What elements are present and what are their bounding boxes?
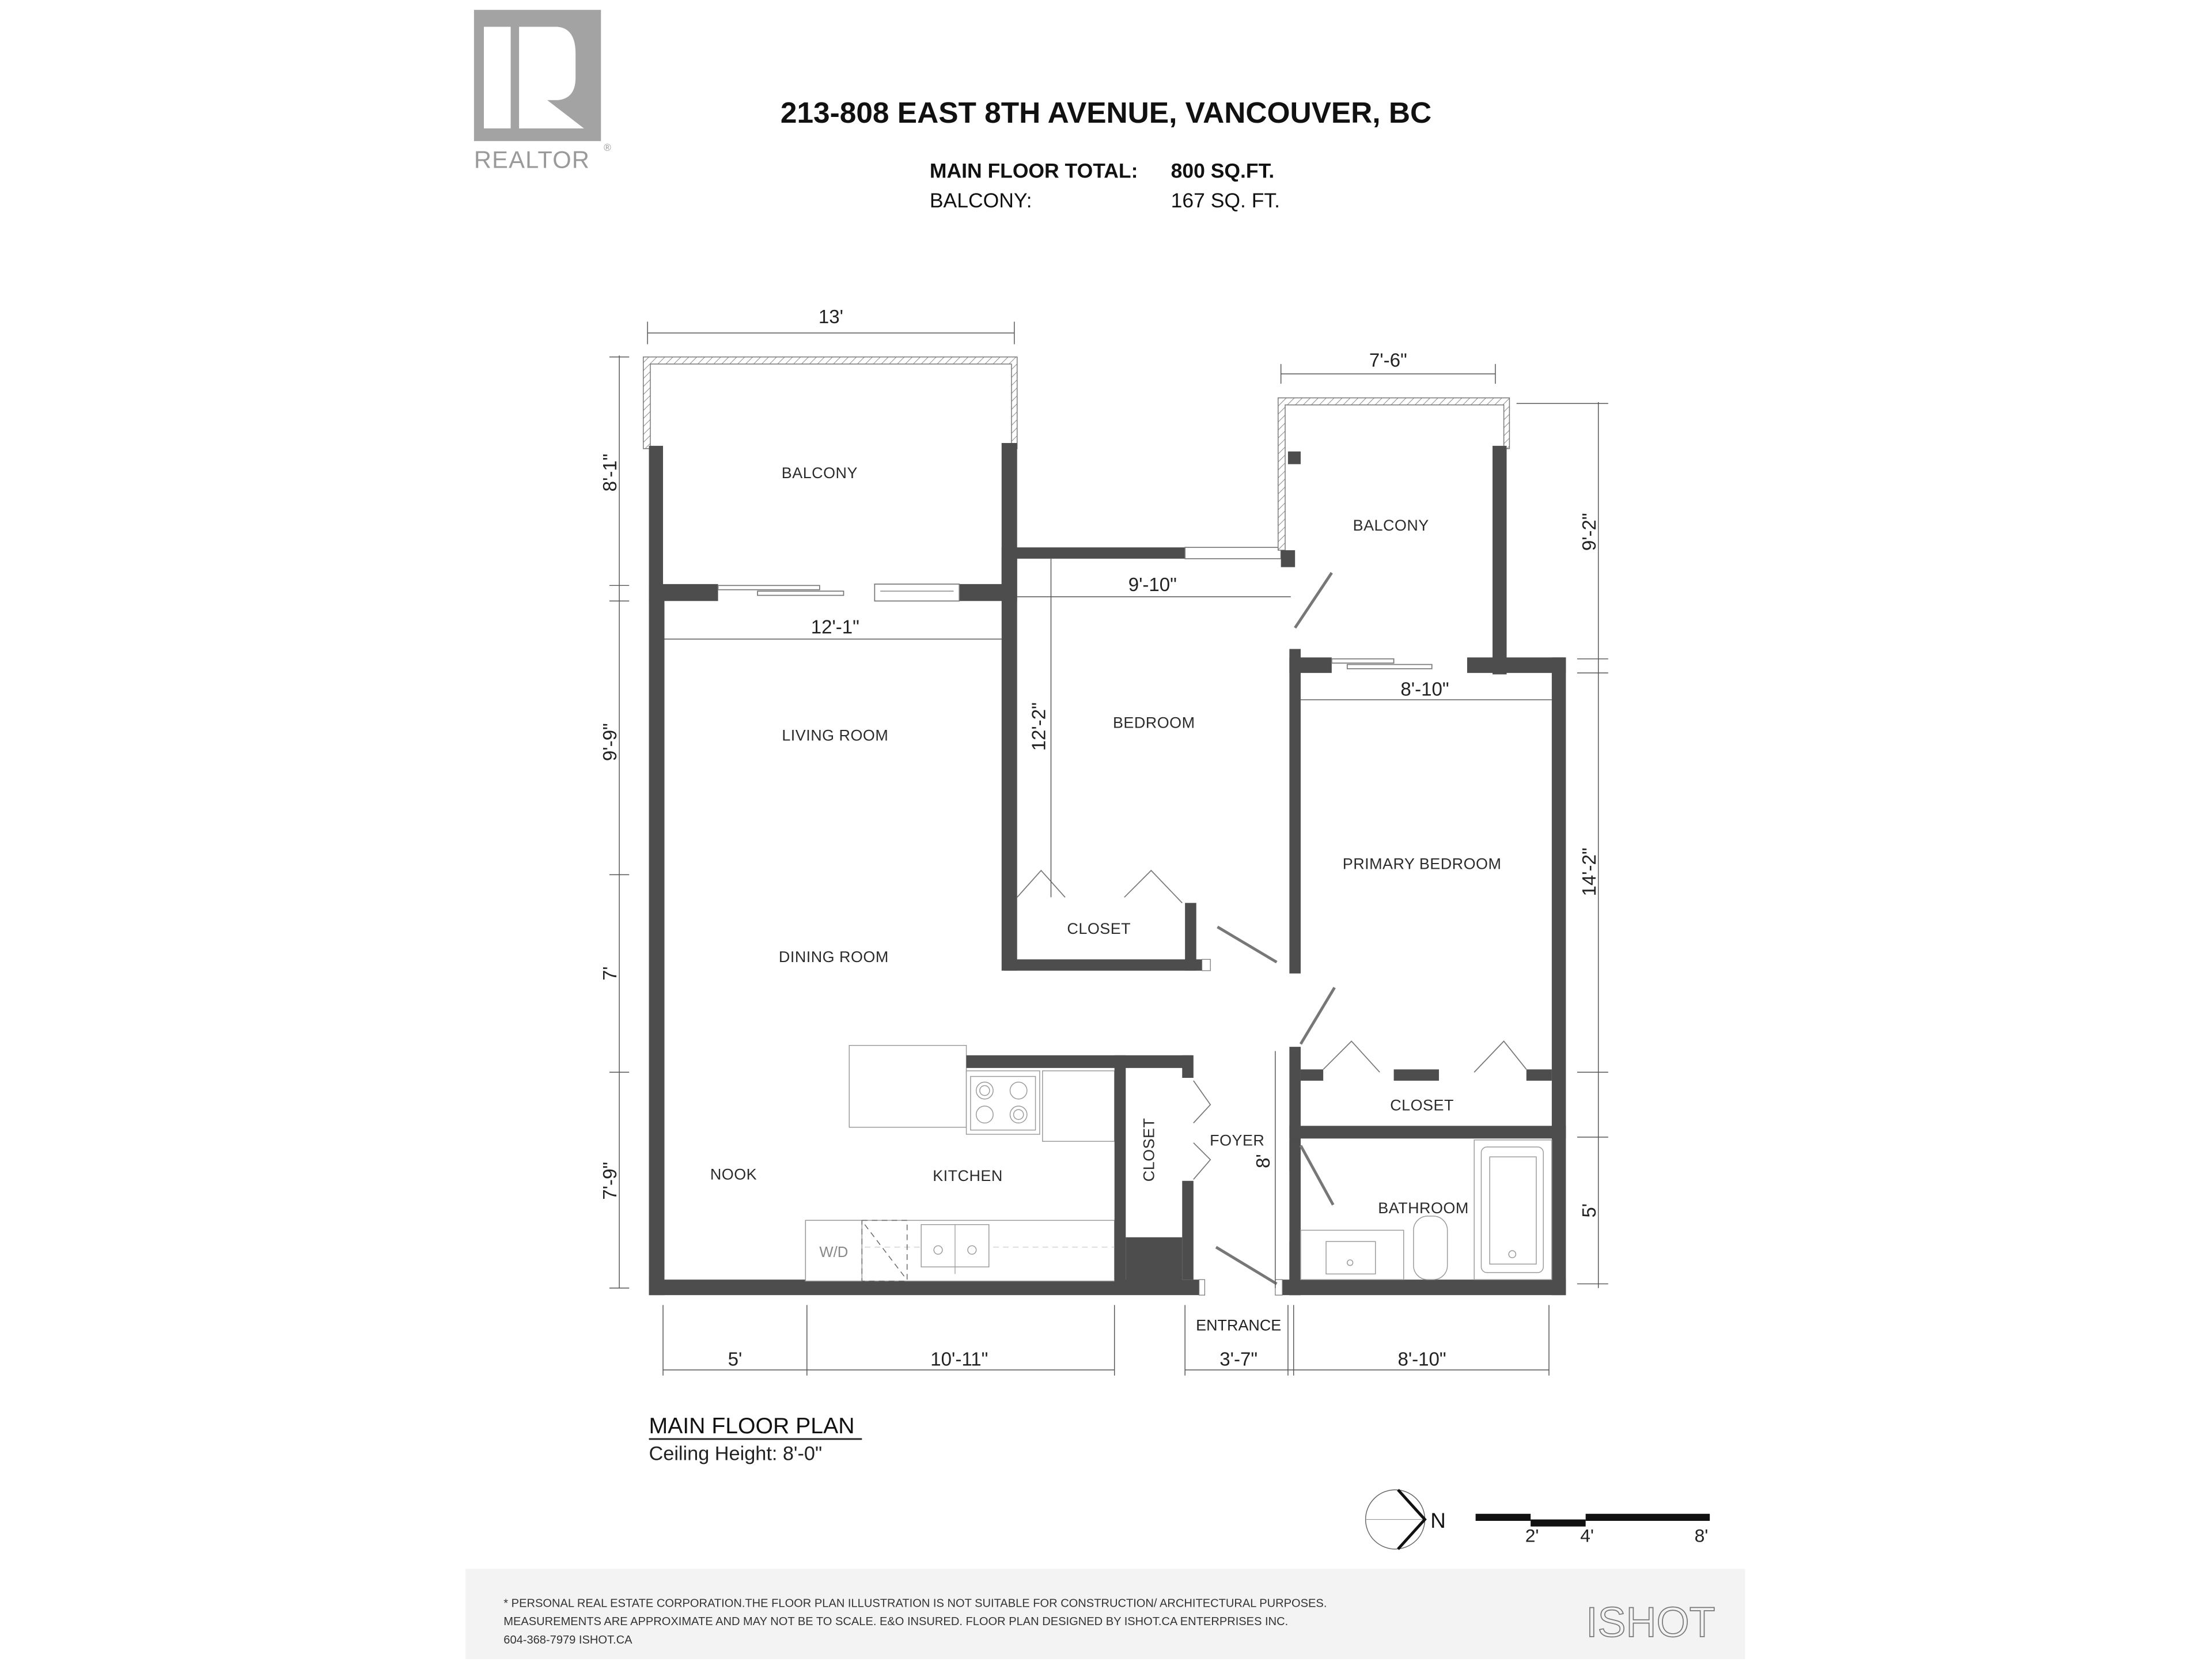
bedroom: BEDROOM CLOSET (1004, 547, 1282, 971)
dim-living-depth: 9'-9" (600, 723, 621, 761)
plan-caption: MAIN FLOOR PLAN Ceiling Height: 8'-0" (649, 1414, 862, 1465)
room-label-nook: NOOK (710, 1165, 757, 1183)
dim-bottom-entrance: 3'-7" (1219, 1349, 1257, 1371)
footer-contact: 604-368-7979 ISHOT.CA (503, 1634, 632, 1646)
primary-bedroom: PRIMARY BEDROOM (1289, 649, 1566, 1296)
room-label-kitchen: KITCHEN (933, 1167, 1003, 1184)
footer-disclaimer-line1: * PERSONAL REAL ESTATE CORPORATION.THE F… (503, 1597, 1327, 1610)
property-address-title: 213-808 EAST 8TH AVENUE, VANCOUVER, BC (781, 96, 1431, 129)
dim-nook-depth: 7'-9" (600, 1162, 621, 1200)
balcony-right: BALCONY (1278, 397, 1510, 675)
room-label-primary-closet: CLOSET (1390, 1096, 1454, 1114)
room-label-hall-closet: CLOSET (1140, 1118, 1157, 1182)
dim-primary-depth: 14'-2" (1579, 847, 1600, 896)
room-label-balcony-left: BALCONY (782, 464, 858, 482)
dim-balcony-right-width: 7'-6" (1369, 350, 1407, 372)
north-compass: N (1365, 1489, 1446, 1550)
balcony-left: BALCONY (643, 356, 1018, 602)
plan-caption-subtitle: Ceiling Height: 8'-0" (649, 1443, 823, 1465)
main-floor-value: 800 SQ.FT. (1171, 160, 1275, 183)
realtor-logo-text: REALTOR (474, 146, 590, 173)
sliding-door-panel (717, 585, 820, 590)
hall-closet: CLOSET FOYER (1114, 1055, 1264, 1284)
room-label-bathroom: BATHROOM (1378, 1199, 1468, 1217)
realtor-logo: REALTOR ® (474, 10, 611, 173)
dishwasher (861, 1220, 908, 1282)
dim-bedroom-width: 9'-10" (1128, 574, 1177, 596)
main-floor-label: MAIN FLOOR TOTAL: (930, 160, 1138, 183)
room-label-dining-room: DINING ROOM (779, 948, 889, 966)
dim-bathroom-depth: 5' (1579, 1203, 1600, 1218)
label-entrance: ENTRANCE (1196, 1316, 1281, 1334)
footer-disclaimer-line2: MEASUREMENTS ARE APPROXIMATE AND MAY NOT… (503, 1615, 1288, 1628)
ishot-logo: ISHOT (1586, 1598, 1715, 1646)
footer: * PERSONAL REAL ESTATE CORPORATION.THE F… (465, 1569, 1745, 1659)
area-summary: MAIN FLOOR TOTAL: 800 SQ.FT. BALCONY: 16… (930, 160, 1280, 212)
bathroom: BATHROOM (1215, 1139, 1566, 1296)
toilet (1413, 1216, 1448, 1280)
washer-dryer (805, 1220, 863, 1282)
dim-primary-width: 8'-10" (1400, 679, 1449, 700)
registered-mark: ® (604, 142, 611, 153)
plan-caption-title: MAIN FLOOR PLAN (649, 1414, 855, 1438)
sliding-window (874, 584, 960, 602)
primary-closet: CLOSET (1289, 1040, 1566, 1296)
dim-foyer-depth: 8' (1253, 1154, 1274, 1168)
dim-bottom-kitchen: 10'-11" (930, 1349, 988, 1371)
kitchen: W/D (805, 1044, 1192, 1282)
room-label-bedroom: BEDROOM (1113, 714, 1195, 732)
scale-tick-4: 4' (1580, 1525, 1594, 1546)
dimension-lines: 13' 8'-1" 9'-9" 7' 7'-9" 12'-1" 9'-10" 1… (600, 306, 1608, 1376)
living-area: LIVING ROOM DINING ROOM NOOK KITCHEN (649, 547, 1206, 1296)
dim-living-width: 12'-1" (811, 617, 859, 638)
room-label-living-room: LIVING ROOM (782, 727, 888, 744)
dim-balcony-right-depth: 9'-2" (1579, 513, 1600, 551)
label-washer-dryer: W/D (819, 1244, 848, 1260)
scale-tick-2: 2' (1525, 1525, 1539, 1546)
room-label-primary-bedroom: PRIMARY BEDROOM (1343, 855, 1502, 873)
footer-background (465, 1569, 1745, 1659)
compass-north-label: N (1430, 1509, 1446, 1532)
refrigerator (1042, 1070, 1115, 1142)
bedroom-window (1184, 547, 1282, 559)
room-label-balcony-right: BALCONY (1353, 517, 1429, 534)
room-label-foyer: FOYER (1210, 1132, 1264, 1149)
dim-bottom-bath: 8'-10" (1397, 1349, 1446, 1371)
dim-dining-depth: 7' (600, 966, 621, 980)
balcony-area-label: BALCONY: (930, 189, 1032, 212)
room-label-bedroom-closet: CLOSET (1067, 920, 1131, 937)
dim-balcony-left-depth: 8'-1" (600, 454, 621, 492)
kitchen-island (849, 1044, 967, 1128)
dim-bedroom-depth: 12'-2" (1029, 702, 1050, 751)
dim-bottom-nook: 5' (728, 1349, 743, 1371)
scale-bar: 2' 4' 8' (1475, 1513, 1710, 1546)
scale-tick-8: 8' (1695, 1525, 1709, 1546)
dim-balcony-left-width: 13' (819, 306, 843, 328)
balcony-area-value: 167 SQ. FT. (1171, 189, 1280, 212)
